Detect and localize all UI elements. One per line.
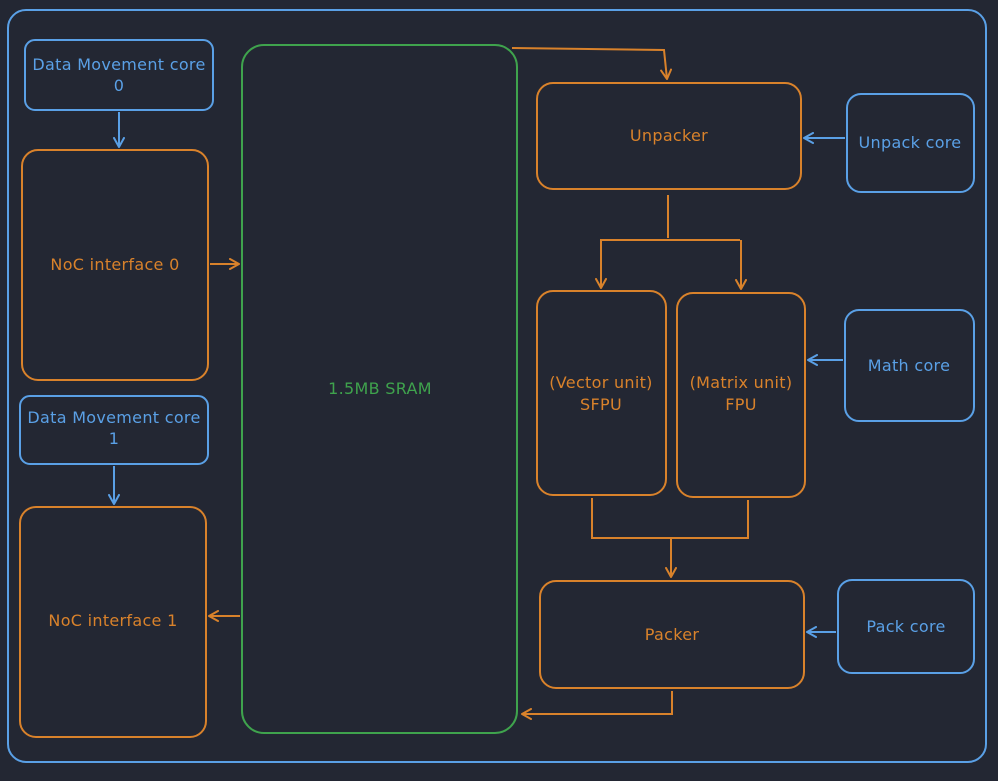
- data-movement-core-0-label-line2: 0: [114, 76, 124, 95]
- outer-frame: [7, 9, 987, 763]
- sram-label: 1.5MB SRAM: [328, 379, 432, 398]
- sram-block[interactable]: 1.5MB SRAM: [241, 44, 518, 734]
- fpu-matrix-unit[interactable]: (Matrix unit) FPU: [676, 292, 806, 498]
- data-movement-core-0[interactable]: Data Movement core 0: [24, 39, 214, 111]
- packer[interactable]: Packer: [539, 580, 805, 689]
- pack-core[interactable]: Pack core: [837, 579, 975, 674]
- data-movement-core-1[interactable]: Data Movement core 1: [19, 395, 209, 465]
- noc-interface-1-label: NoC interface 1: [48, 611, 177, 630]
- unpacker-label: Unpacker: [630, 126, 708, 145]
- arrow-packer-to-sram: [521, 691, 673, 720]
- unpacker[interactable]: Unpacker: [536, 82, 802, 190]
- sfpu-label-line2: SFPU: [580, 395, 622, 414]
- data-movement-core-1-label-line1: Data Movement core: [27, 408, 200, 427]
- pack-core-label: Pack core: [866, 617, 945, 636]
- fpu-label-line1: (Matrix unit): [690, 373, 793, 392]
- packer-label: Packer: [645, 625, 700, 644]
- connector-merge-to-packer: [591, 498, 749, 539]
- unpack-core[interactable]: Unpack core: [846, 93, 975, 193]
- noc-interface-0-label: NoC interface 0: [50, 255, 179, 274]
- sfpu-label-line1: (Vector unit): [549, 373, 652, 392]
- math-core-label: Math core: [868, 356, 950, 375]
- unpack-core-label: Unpack core: [859, 133, 962, 152]
- math-core[interactable]: Math core: [844, 309, 975, 422]
- noc-interface-0[interactable]: NoC interface 0: [21, 149, 209, 381]
- data-movement-core-0-label-line1: Data Movement core: [32, 55, 205, 74]
- noc-interface-1[interactable]: NoC interface 1: [19, 506, 207, 738]
- sfpu-vector-unit[interactable]: (Vector unit) SFPU: [536, 290, 667, 496]
- connector-unpacker-split: [600, 195, 740, 241]
- arrow-sram-to-unpacker: [511, 47, 673, 80]
- fpu-label-line2: FPU: [725, 395, 756, 414]
- data-movement-core-1-label-line2: 1: [109, 429, 119, 448]
